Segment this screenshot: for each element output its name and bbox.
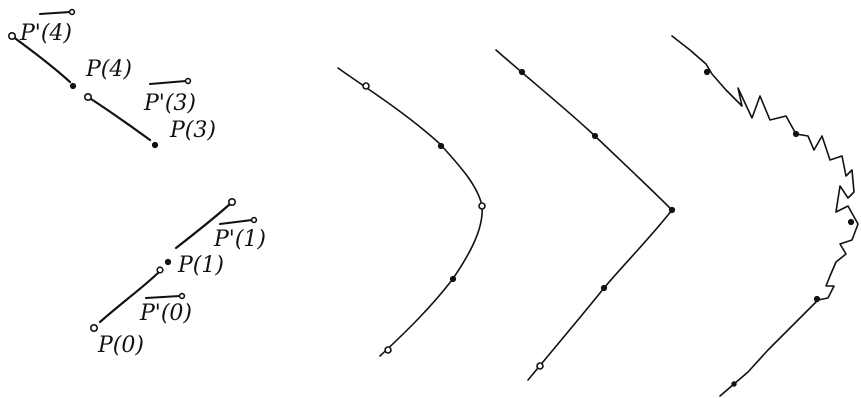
oscillating-curve-point-4 bbox=[731, 381, 737, 387]
point-p4 bbox=[69, 82, 77, 90]
cornered-curve-point-4 bbox=[536, 362, 544, 370]
overbar-tip-p-prime-4 bbox=[68, 8, 76, 16]
tangent-tip-p1 bbox=[228, 198, 237, 207]
point-p3 bbox=[151, 141, 159, 149]
cornered-curve-point-2 bbox=[668, 206, 676, 214]
label-p-0: P(0) bbox=[97, 333, 144, 358]
smooth-curve bbox=[337, 67, 486, 357]
label-p-prime-4: P'(4) bbox=[19, 21, 72, 46]
smooth-curve-path bbox=[337, 67, 483, 357]
cornered-curve-point-3 bbox=[600, 284, 608, 292]
oscillating-curve-path bbox=[671, 35, 859, 397]
smooth-curve-point-0 bbox=[362, 82, 370, 90]
overbar-tip-p-prime-0 bbox=[178, 292, 186, 300]
overbar-tip-p-prime-1 bbox=[250, 216, 258, 224]
overbar-p-prime-0 bbox=[145, 295, 181, 299]
cornered-curve-point-1 bbox=[591, 132, 599, 140]
smooth-curve-point-3 bbox=[449, 275, 457, 283]
cornered-curve-path bbox=[495, 49, 673, 381]
smooth-curve-point-4 bbox=[384, 346, 392, 354]
overbar-p-prime-4 bbox=[39, 11, 71, 15]
tangent-tip-p3 bbox=[84, 93, 93, 102]
tangent-vector-p1 bbox=[174, 202, 232, 250]
oscillating-curve bbox=[671, 35, 859, 397]
cornered-curve bbox=[495, 49, 676, 381]
tangent-tip-p4 bbox=[8, 31, 17, 40]
overbar-tip-p-prime-3 bbox=[184, 77, 192, 85]
overbar-p-prime-1 bbox=[219, 219, 253, 225]
smooth-curve-point-1 bbox=[437, 142, 445, 150]
label-p-1: P(1) bbox=[177, 253, 224, 278]
tangent-vector-p3 bbox=[86, 95, 152, 142]
label-p-4: P(4) bbox=[85, 57, 132, 82]
oscillating-curve-point-3 bbox=[813, 295, 821, 303]
tangent-vector-p0 bbox=[98, 271, 160, 324]
smooth-curve-point-2 bbox=[478, 202, 486, 210]
tangent-tip-p0 bbox=[156, 266, 164, 274]
cornered-curve-point-0 bbox=[518, 68, 526, 76]
label-p-3: P(3) bbox=[169, 118, 216, 143]
point-p1 bbox=[164, 258, 172, 266]
oscillating-curve-point-1 bbox=[792, 130, 800, 138]
tangent-vector-p4 bbox=[10, 34, 72, 84]
label-p-prime-0: P'(0) bbox=[139, 301, 192, 326]
control-point-panel: P'(4) P(4) P'(3) P(3) P'(1) P(1) P'(0) P… bbox=[8, 8, 266, 358]
oscillating-curve-point-0 bbox=[703, 68, 711, 76]
label-p-prime-3: P'(3) bbox=[143, 91, 196, 116]
point-p0 bbox=[90, 323, 99, 332]
overbar-p-prime-3 bbox=[149, 80, 187, 85]
oscillating-curve-point-2 bbox=[847, 218, 855, 226]
label-p-prime-1: P'(1) bbox=[213, 227, 266, 252]
